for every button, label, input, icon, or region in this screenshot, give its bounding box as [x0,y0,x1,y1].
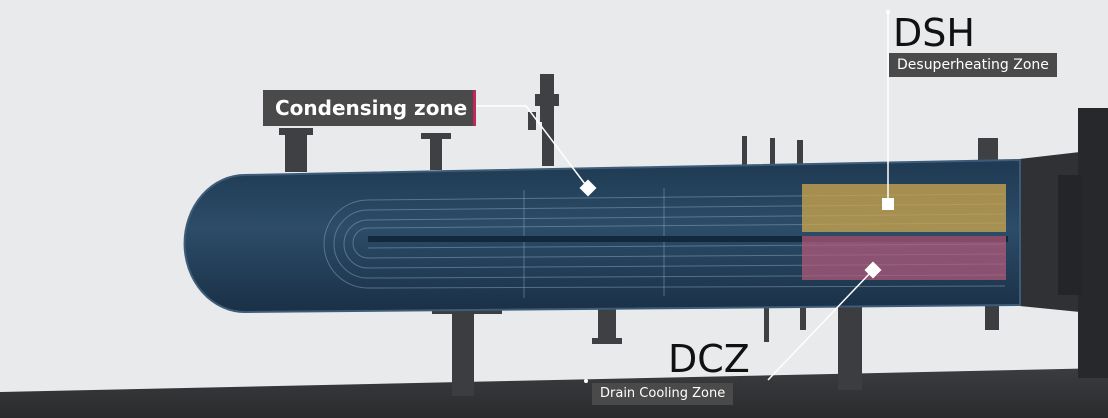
dcz-label: DCZ [668,337,750,381]
channel-head [1010,108,1108,378]
desuperheating-zone-label: Desuperheating Zone [889,53,1057,77]
drain-cooling-zone-overlay [802,236,1006,280]
condensing-zone-label: Condensing zone [263,90,476,126]
condensing-zone-marker [579,179,597,197]
dcz-marker [864,261,882,279]
bottom-nozzles [592,298,806,344]
top-nozzles [279,74,998,172]
zone-markers [579,10,894,383]
dsh-marker [882,198,894,210]
dsh-label: DSH [893,11,975,55]
leader-lines [476,12,889,381]
drain-cooling-zone-label: Drain Cooling Zone [592,383,734,405]
tube-plate-line [368,236,1008,242]
desuperheating-zone-overlay [802,184,1006,232]
floor-rail [0,368,1108,418]
